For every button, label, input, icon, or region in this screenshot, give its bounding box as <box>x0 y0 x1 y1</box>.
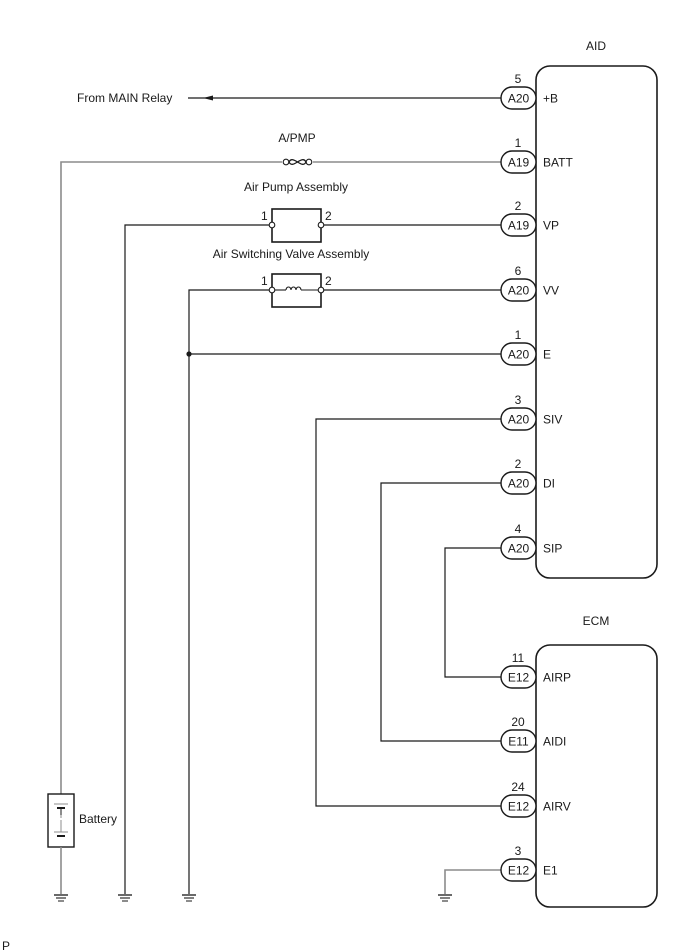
connector-pill <box>500 471 537 495</box>
connector-code: A20 <box>508 348 530 362</box>
pin-number: 1 <box>515 136 522 150</box>
connector-pill <box>500 729 537 753</box>
connector-pill <box>500 407 537 431</box>
pin-name: BATT <box>543 156 573 170</box>
connector-pill <box>500 342 537 366</box>
connector-code: E11 <box>508 735 529 749</box>
connector-pill <box>500 278 537 302</box>
aid-pin-0: A20 5 +B <box>500 72 558 110</box>
wire-batt-left <box>60 161 282 794</box>
pin-number: 2 <box>515 457 522 471</box>
air-pump-label: Air Pump Assembly <box>244 180 348 194</box>
connector-code: A20 <box>508 542 530 556</box>
connector-pill <box>500 858 537 882</box>
connector-code: A19 <box>508 156 530 170</box>
connector-code: E12 <box>508 671 530 685</box>
wire-air-pump-ground <box>124 224 269 894</box>
pin-name: SIV <box>543 413 562 427</box>
connector-code: A20 <box>508 477 530 491</box>
air-pump-pin1: 1 <box>261 209 268 223</box>
ecm-box <box>535 644 658 908</box>
pin-number: 3 <box>515 844 522 858</box>
footer-letter: P <box>2 939 10 952</box>
pin-number: 3 <box>515 393 522 407</box>
connector-pill <box>500 150 537 174</box>
wire-e1-ground <box>444 869 501 894</box>
aid-pin-3: A20 6VV <box>500 264 559 302</box>
pin-number: 5 <box>515 72 522 86</box>
asv-pin2: 2 <box>325 274 332 288</box>
from-main-relay-label: From MAIN Relay <box>77 91 172 105</box>
pin-name: AIRV <box>543 800 571 814</box>
ecm-pin-3: E12 3E1 <box>500 844 558 882</box>
aid-pin-2: A19 2VP <box>500 199 559 237</box>
air-pump-box <box>271 208 322 243</box>
connector-pill <box>500 213 537 237</box>
fuse-label: A/PMP <box>278 131 315 145</box>
connector-pill <box>500 665 537 689</box>
connector-pill <box>500 794 537 818</box>
connector-pill <box>500 86 537 110</box>
pin-name: VP <box>543 219 559 233</box>
wire-di-aidi <box>380 482 501 742</box>
asv-pin1: 1 <box>261 274 268 288</box>
air-pump-pin1-terminal <box>268 221 276 229</box>
asv-pin2-terminal <box>317 286 325 294</box>
connector-code: E12 <box>508 864 530 878</box>
ecm-title: ECM <box>583 614 610 628</box>
pin-name: E <box>543 348 551 362</box>
pin-name: VV <box>543 284 559 298</box>
ground-icon <box>54 894 68 902</box>
pin-number: 2 <box>515 199 522 213</box>
aid-title: AID <box>586 39 606 53</box>
battery-label: Battery <box>79 812 117 826</box>
connector-code: A19 <box>508 219 530 233</box>
pin-name: AIRP <box>543 671 571 685</box>
wire-asv-ground <box>188 289 269 894</box>
connector-code: A20 <box>508 413 530 427</box>
pin-number: 4 <box>515 522 522 536</box>
ground-icon <box>182 894 196 902</box>
pin-name: SIP <box>543 542 562 556</box>
pin-number: 6 <box>515 264 522 278</box>
pin-number: 20 <box>511 715 525 729</box>
aid-pin-6: A20 2DI <box>500 457 555 495</box>
wire-siv-airv <box>315 418 501 807</box>
connector-code: A20 <box>508 284 530 298</box>
connector-code: E12 <box>508 800 530 814</box>
pin-number: 24 <box>511 780 525 794</box>
wire-sip-airp <box>444 547 501 678</box>
ground-icon <box>118 894 132 902</box>
battery-icon <box>47 793 75 848</box>
pin-number: 1 <box>515 328 522 342</box>
pin-name: +B <box>543 92 558 106</box>
arrow-icon <box>203 95 213 101</box>
connector-pill <box>500 536 537 560</box>
air-switching-valve-label: Air Switching Valve Assembly <box>213 247 370 261</box>
air-pump-pin2-terminal <box>317 221 325 229</box>
pin-number: 11 <box>512 651 525 665</box>
fuse-icon <box>282 158 313 166</box>
pin-name: AIDI <box>543 735 566 749</box>
connector-code: A20 <box>508 92 530 106</box>
aid-pin-4: A20 1E <box>500 328 551 366</box>
asv-pin1-terminal <box>268 286 276 294</box>
junction-dot <box>186 351 192 357</box>
air-pump-pin2: 2 <box>325 209 332 223</box>
pin-name: E1 <box>543 864 558 878</box>
aid-box <box>535 65 658 579</box>
coil-icon <box>275 286 318 291</box>
ground-icon <box>438 894 452 902</box>
pin-name: DI <box>543 477 555 491</box>
